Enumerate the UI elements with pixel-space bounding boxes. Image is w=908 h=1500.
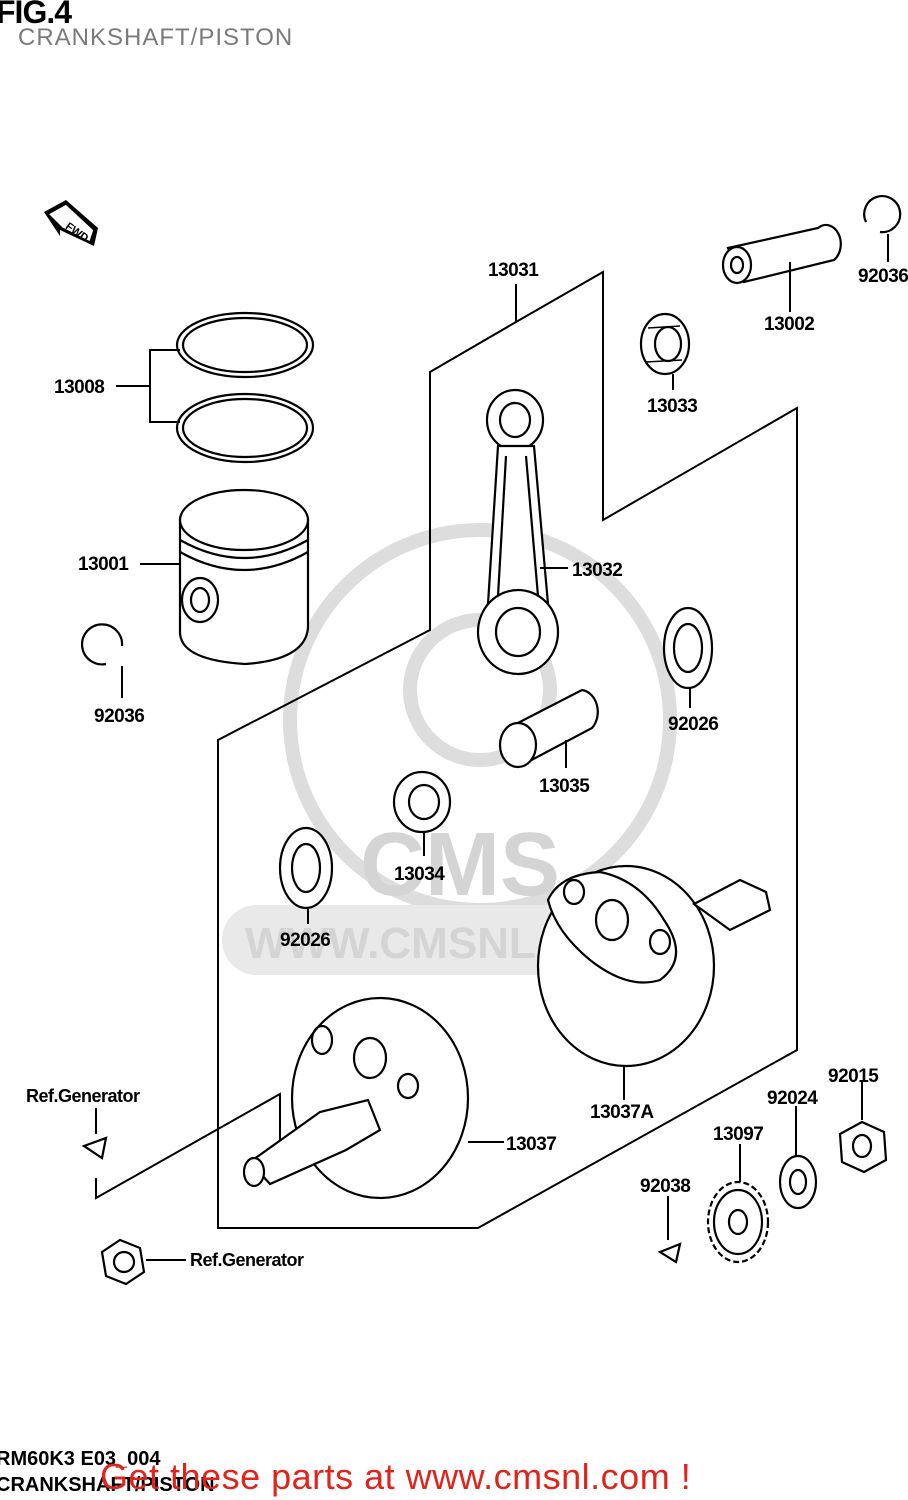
washer-gear-part <box>778 1106 818 1210</box>
piston-pin-part <box>721 223 842 312</box>
part-number-13037A: 13037A <box>590 1102 654 1123</box>
connecting-rod-part <box>476 388 568 676</box>
fwd-arrow-icon: FWD <box>44 200 98 246</box>
nut-part <box>838 1082 888 1174</box>
crankshaft-left-part <box>242 996 504 1200</box>
part-number-13032: 13032 <box>572 560 622 581</box>
part-number-13097: 13097 <box>713 1124 763 1145</box>
piston-part <box>140 488 310 666</box>
part-number-92026-left: 92026 <box>280 930 330 951</box>
crank-pin-part <box>498 688 599 769</box>
promo-link[interactable]: Get these parts at www.cmsnl.com ! <box>100 1456 692 1497</box>
part-number-92024: 92024 <box>767 1088 818 1109</box>
part-number-92015: 92015 <box>828 1066 879 1087</box>
part-number-13035: 13035 <box>539 776 590 797</box>
part-number-92026-right: 92026 <box>668 714 718 735</box>
part-number-13002: 13002 <box>764 314 814 335</box>
clip-right-part <box>863 195 902 262</box>
ref-generator-key-label: Ref.Generator <box>26 1086 140 1106</box>
part-number-92036-right: 92036 <box>858 266 908 287</box>
crankshaft-right-part <box>536 864 772 1100</box>
washer-left-part <box>278 826 334 924</box>
diagram-code: RM60K3 E03_004 <box>0 1448 161 1470</box>
clip-left-part <box>81 623 124 698</box>
figure-subtitle: CRANKSHAFT/PISTON <box>18 24 294 51</box>
part-number-13008: 13008 <box>54 377 104 398</box>
watermark-logo: CMS <box>360 815 560 915</box>
assembly-outline <box>217 270 798 1229</box>
part-number-13037: 13037 <box>506 1134 556 1155</box>
key-part <box>657 1196 682 1264</box>
part-number-13034: 13034 <box>394 864 445 885</box>
bearing-big-end-part <box>392 770 452 856</box>
washer-right-part <box>662 606 714 708</box>
footer-subtitle: CRANKSHAFT/PISTON <box>0 1474 215 1496</box>
part-number-13001: 13001 <box>78 554 129 575</box>
part-number-13031: 13031 <box>488 260 539 281</box>
generator-ref-line <box>95 1092 281 1200</box>
part-number-92038: 92038 <box>640 1176 690 1197</box>
ref-generator-nut-label: Ref.Generator <box>190 1250 304 1270</box>
primary-drive-gear-part <box>706 1144 770 1264</box>
part-number-92036-left: 92036 <box>94 706 144 727</box>
part-number-13033: 13033 <box>647 396 697 417</box>
figure-title: FIG.4 <box>0 0 72 30</box>
bearing-small-end-part <box>639 312 691 390</box>
generator-nut-part <box>100 1238 186 1286</box>
generator-key-part <box>81 1108 108 1160</box>
piston-rings-part <box>116 311 315 464</box>
